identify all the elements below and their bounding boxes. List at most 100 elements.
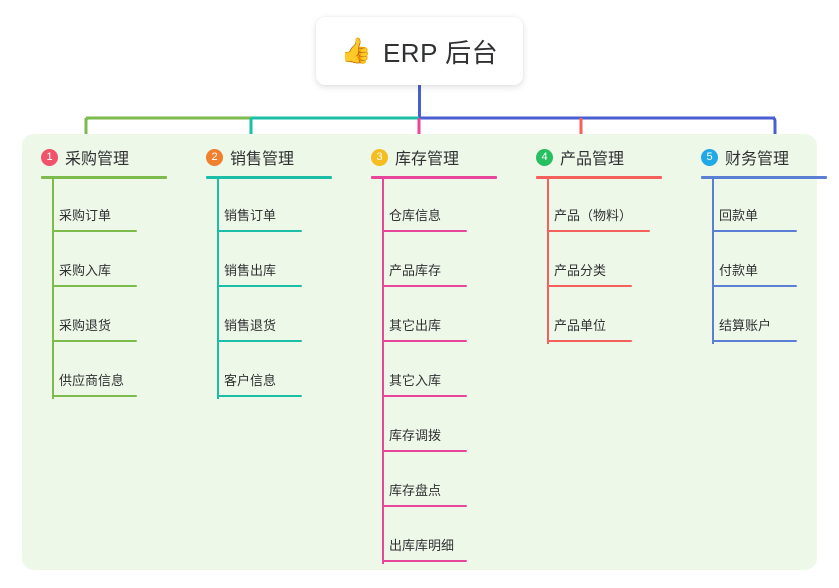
root-title: ERP 后台 [382, 37, 499, 68]
branch-item[interactable]: 采购订单 [22, 179, 187, 234]
branch-item-rule [547, 230, 650, 232]
branch-item[interactable]: 产品库存 [352, 234, 517, 289]
branch-number-badge: 2 [206, 148, 223, 166]
branch-item-label: 付款单 [719, 263, 759, 278]
branch-header-rule [41, 176, 167, 179]
branch-spine [712, 179, 714, 344]
branch-item-label: 结算账户 [719, 318, 772, 333]
branch-item-label: 供应商信息 [59, 373, 125, 388]
branch-header-3[interactable]: 3 库存管理 [352, 134, 517, 180]
branch-item-rule [217, 340, 302, 342]
branch-item[interactable]: 供应商信息 [22, 344, 187, 399]
branch-item-rule [382, 340, 467, 342]
branch-item[interactable]: 回款单 [682, 179, 839, 234]
branch-item[interactable]: 付款单 [682, 234, 839, 289]
branch-column-2: 2 销售管理销售订单销售出库销售退货客户信息 [187, 134, 352, 399]
branch-item-label: 产品单位 [554, 318, 607, 333]
branch-item-list: 仓库信息产品库存其它出库其它入库库存调拨库存盘点出库库明细 [352, 179, 517, 564]
branch-item-list: 回款单付款单结算账户 [682, 179, 839, 344]
branch-header-rule [701, 176, 827, 179]
branch-header-4[interactable]: 4 产品管理 [517, 134, 682, 180]
branch-item[interactable]: 结算账户 [682, 289, 839, 344]
branch-item[interactable]: 产品单位 [517, 289, 682, 344]
branch-item-label: 仓库信息 [389, 208, 442, 223]
branch-item[interactable]: 客户信息 [187, 344, 352, 399]
branch-item[interactable]: 销售订单 [187, 179, 352, 234]
branch-item[interactable]: 库存调拨 [352, 399, 517, 454]
branch-item-rule [52, 340, 137, 342]
branch-header-rule [371, 176, 497, 179]
branch-item-rule [712, 285, 797, 287]
branch-item-rule [382, 395, 467, 397]
branch-item-rule [547, 285, 632, 287]
branch-item[interactable]: 其它出库 [352, 289, 517, 344]
branch-item-rule [712, 230, 797, 232]
branch-item-rule [382, 285, 467, 287]
branch-item-rule [217, 285, 302, 287]
branch-item[interactable]: 库存盘点 [352, 454, 517, 509]
branch-item-rule [712, 340, 797, 342]
branch-item-label: 其它出库 [389, 318, 442, 333]
branch-header-rule [206, 176, 332, 179]
branch-item-rule [382, 450, 467, 452]
branch-number-badge: 3 [371, 148, 388, 166]
branch-item[interactable]: 出库库明细 [352, 509, 517, 564]
branch-item-label: 回款单 [719, 208, 759, 223]
branch-item-rule [382, 505, 467, 507]
branch-number-badge: 4 [536, 148, 553, 166]
branch-item-rule [382, 560, 467, 562]
thumbs-up-icon: 👍 [340, 36, 372, 65]
branch-item-label: 采购退货 [59, 318, 112, 333]
branches-panel [22, 134, 817, 570]
branch-item[interactable]: 产品分类 [517, 234, 682, 289]
branch-column-5: 5 财务管理回款单付款单结算账户 [682, 134, 839, 344]
branch-item-rule [52, 230, 137, 232]
branch-item-rule [547, 340, 632, 342]
branch-spine [217, 179, 219, 399]
branch-item-label: 销售出库 [224, 263, 277, 278]
branch-item[interactable]: 产品（物料） [517, 179, 682, 234]
branch-item-rule [217, 230, 302, 232]
branch-header-5[interactable]: 5 财务管理 [682, 134, 839, 180]
branch-item[interactable]: 其它入库 [352, 344, 517, 399]
branch-item[interactable]: 采购入库 [22, 234, 187, 289]
branch-item-label: 出库库明细 [389, 538, 455, 553]
branch-title: 库存管理 [395, 151, 460, 168]
branch-spine [547, 179, 549, 344]
branch-item-label: 库存盘点 [389, 483, 442, 498]
branch-item[interactable]: 销售出库 [187, 234, 352, 289]
branch-item-rule [52, 395, 137, 397]
branch-column-4: 4 产品管理产品（物料） 产品分类产品单位 [517, 134, 682, 344]
branch-item-rule [382, 230, 467, 232]
branch-header-rule [536, 176, 662, 179]
branch-title: 财务管理 [725, 151, 790, 168]
branch-item-label: 采购入库 [59, 263, 112, 278]
branch-title: 销售管理 [230, 151, 295, 168]
branch-item[interactable]: 仓库信息 [352, 179, 517, 234]
branch-item[interactable]: 采购退货 [22, 289, 187, 344]
branch-header-2[interactable]: 2 销售管理 [187, 134, 352, 180]
branch-item-rule [52, 285, 137, 287]
branch-item-rule [217, 395, 302, 397]
branch-item[interactable]: 销售退货 [187, 289, 352, 344]
branch-title: 采购管理 [65, 151, 130, 168]
branch-item-label: 客户信息 [224, 373, 277, 388]
branch-spine [52, 179, 54, 399]
branch-item-label: 采购订单 [59, 208, 112, 223]
branch-item-label: 库存调拨 [389, 428, 442, 443]
branch-column-3: 3 库存管理仓库信息产品库存其它出库其它入库库存调拨库存盘点出库库明细 [352, 134, 517, 564]
branch-item-label: 产品库存 [389, 263, 442, 278]
branch-item-list: 采购订单采购入库采购退货供应商信息 [22, 179, 187, 399]
branch-item-label: 销售退货 [224, 318, 277, 333]
branch-item-label: 销售订单 [224, 208, 277, 223]
branch-item-label: 其它入库 [389, 373, 442, 388]
branch-item-label: 产品（物料） [554, 208, 633, 223]
branch-number-badge: 5 [701, 148, 718, 166]
branch-title: 产品管理 [560, 151, 625, 168]
branch-item-list: 产品（物料） 产品分类产品单位 [517, 179, 682, 344]
root-node[interactable]: 👍 ERP 后台 [316, 17, 523, 85]
